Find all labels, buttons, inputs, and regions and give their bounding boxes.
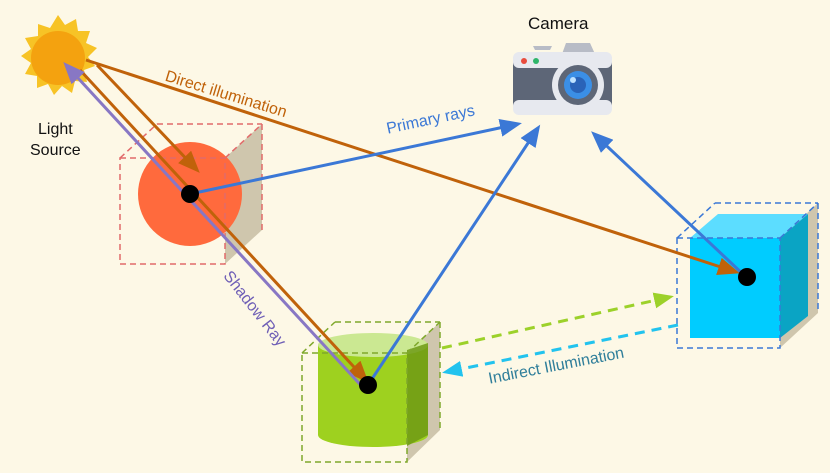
light-source-label-line2: Source xyxy=(30,142,81,159)
direct-illumination-rays xyxy=(78,58,740,383)
cylinder-hit-point xyxy=(359,376,377,394)
primary-rays xyxy=(189,118,747,386)
cube-object xyxy=(676,202,819,349)
indirect-illumination-rays xyxy=(441,292,679,377)
light-source-label-line1: Light xyxy=(38,121,73,138)
sphere-hit-point xyxy=(181,185,199,203)
cube-hit-point xyxy=(738,268,756,286)
camera-icon xyxy=(513,43,612,115)
sun-icon xyxy=(21,15,97,95)
shadow-ray xyxy=(63,62,370,395)
camera-label: Camera xyxy=(528,14,589,33)
